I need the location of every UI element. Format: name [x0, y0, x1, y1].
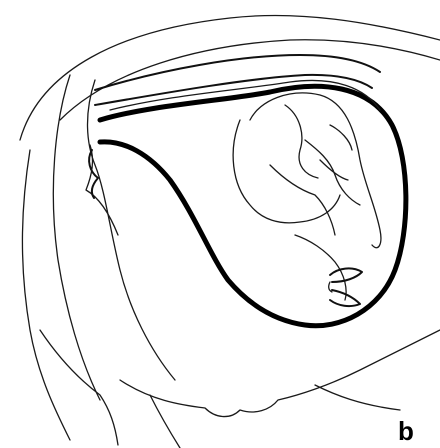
back-contour: [20, 15, 440, 140]
fetus-limb-1: [285, 105, 318, 178]
arm-outline: [22, 150, 70, 440]
cervix-upper: [330, 268, 362, 282]
uterine-wall-outer-top: [95, 55, 380, 90]
fetus-body: [250, 93, 381, 248]
uterus-outline: [100, 86, 406, 325]
fetus-detail: [295, 235, 346, 300]
fetus-limb-3: [270, 165, 335, 235]
arm-outline-inner: [53, 75, 100, 400]
thigh-outline-2: [315, 385, 400, 410]
panel-label: b: [398, 418, 414, 444]
fetus-limb-4: [320, 125, 352, 180]
belly-lower-outline: [120, 330, 440, 417]
torso-contour: [88, 80, 176, 380]
